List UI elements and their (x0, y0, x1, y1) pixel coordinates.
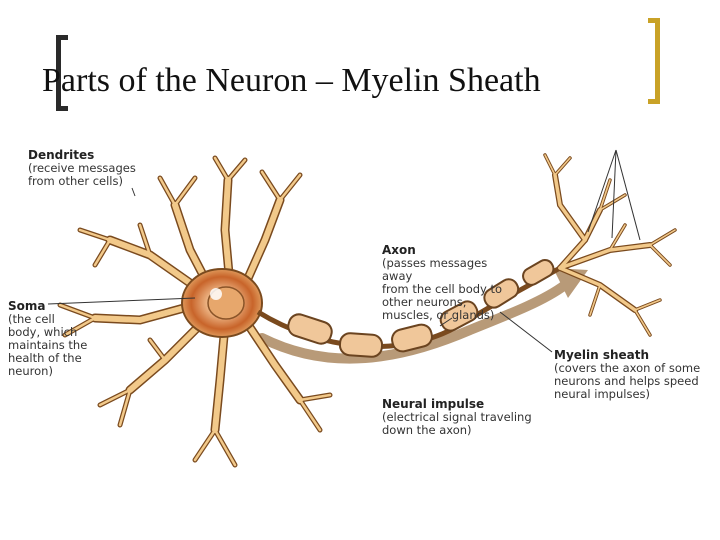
myelin-sheath-label: Myelin sheath (covers the axon of some n… (554, 348, 719, 402)
terminal-pointer-2 (611, 149, 617, 239)
terminal-pointer-3 (615, 149, 641, 241)
left-bracket-decoration (56, 35, 68, 111)
axon-description: (passes messages away from the cell body… (382, 256, 503, 322)
dendrites-heading: Dendrites (28, 148, 95, 162)
axon-pointer (439, 317, 453, 327)
neural-impulse-description: (electrical signal traveling down the ax… (382, 410, 532, 438)
dendrites-description: (receive messages from other cells) (28, 161, 136, 189)
soma-pointer (47, 297, 196, 305)
myelin-sheath-heading: Myelin sheath (554, 348, 650, 362)
soma-heading: Soma (8, 299, 46, 313)
terminal-pointer-1 (587, 149, 617, 233)
neural-impulse-label: Neural impulse (electrical signal travel… (382, 397, 562, 438)
axon-label: Axon (passes messages away from the cell… (382, 243, 512, 322)
soma-description: (the cell body, which maintains the heal… (8, 312, 88, 378)
axon-terminals-fill (544, 154, 676, 336)
neural-impulse-heading: Neural impulse (382, 397, 485, 411)
dendrites-pointer (131, 187, 136, 197)
pointer-lines (47, 149, 641, 353)
soma-cell-body (181, 268, 263, 338)
myelin-sheath-segments (287, 259, 555, 358)
right-bracket-decoration (648, 18, 660, 104)
myelin-pointer (499, 311, 553, 353)
axon-heading: Axon (382, 243, 416, 257)
slide-title: Parts of the Neuron – Myelin Sheath (42, 62, 541, 99)
soma-label: Soma (the cell body, which maintains the… (8, 299, 108, 378)
cell-body-dendrites-fill (58, 156, 332, 467)
dendrites-label: Dendrites (receive messages from other c… (28, 148, 178, 189)
myelin-sheath-description: (covers the axon of some neurons and hel… (554, 361, 701, 402)
